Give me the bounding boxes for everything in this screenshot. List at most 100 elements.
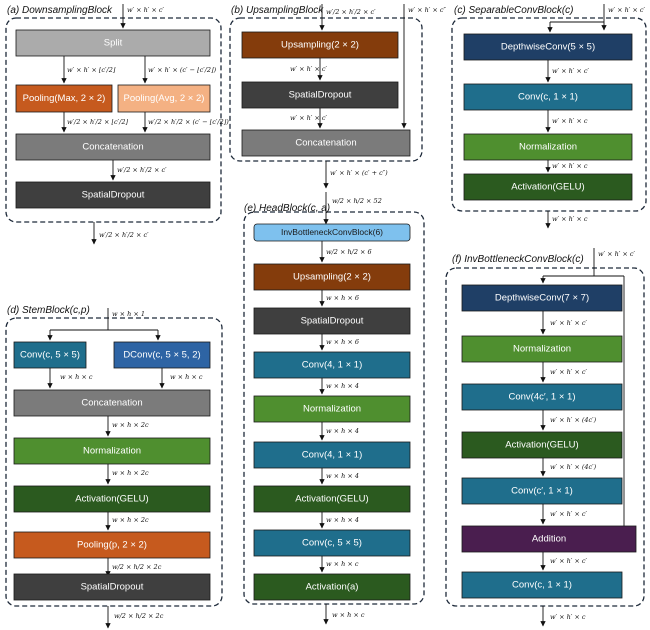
panel-title: (c) SeparableConvBlock(c) (454, 5, 574, 16)
block-label: Pooling(Max, 2 × 2) (23, 93, 106, 104)
upsampling-block: Upsampling(2 × 2) (241, 31, 399, 59)
panel-upsampling-block: (b) UpsamplingBlock w′/2 × h′/2 × c′ w′ … (229, 4, 446, 189)
block-box (463, 83, 633, 111)
dim-label: w′ × h′ × (c′ + c″) (330, 169, 388, 177)
dim-label: w × h × 4 (326, 382, 359, 390)
dim-label: w′ × h′ × ⌊c′/2⌋ (67, 66, 116, 74)
split-block: Split (15, 29, 211, 57)
dim-label: w/2 × h/2 × 2c (114, 612, 164, 620)
block-label: Conv(4, 1 × 1) (302, 360, 362, 371)
dim-label: w′/2 × h′/2 × ⌊c′/2⌋ (67, 118, 128, 126)
dim-label: w′ × h′ × c′ (127, 6, 164, 14)
block-label: Pooling(p, 2 × 2) (77, 540, 147, 551)
dim-label: w × h × 1 (112, 310, 145, 318)
dim-label: w′ × h′ × c′ (290, 65, 327, 73)
block-label: Conv(c, 5 × 5) (20, 350, 80, 361)
block-label: Activation(GELU) (505, 440, 578, 451)
panel-frame (243, 211, 425, 605)
conv-block: Conv(c, 1 × 1) (461, 571, 623, 599)
block-label: Addition (532, 534, 566, 545)
block-box (461, 284, 623, 312)
block-label: Activation(a) (306, 582, 359, 593)
dim-label: w/2 × h/2 × 52 (332, 197, 382, 205)
panel-title: (d) StemBlock(c,p) (7, 305, 90, 316)
dim-label: w′ × h′ × c (550, 613, 586, 621)
block-label: Normalization (303, 404, 361, 415)
panel-title: (a) DownsamplingBlock (7, 5, 113, 16)
block-box (461, 571, 623, 599)
concatenation-block: Concatenation (241, 129, 411, 157)
dim-label: w′ × h′ × c (552, 162, 588, 170)
block-box (461, 335, 623, 363)
block-label: Conv(c, 5 × 5) (302, 538, 362, 549)
block-label: DepthwiseConv(7 × 7) (495, 293, 589, 304)
dim-label: w′ × h′ × c′ (608, 6, 645, 14)
block-box (461, 525, 637, 553)
block-box (13, 437, 211, 465)
spatial-dropout-block: SpatialDropout (13, 573, 211, 601)
dim-label: w × h × c (326, 560, 359, 568)
block-box (13, 389, 211, 417)
block-box (253, 441, 411, 469)
block-label: Activation(GELU) (75, 494, 148, 505)
panel-title: (e) HeadBlock(c, a) (244, 203, 330, 214)
dim-label: w × h × 4 (326, 472, 359, 480)
depthwise-conv-block: DepthwiseConv(7 × 7) (461, 284, 623, 312)
panel-title: (f) InvBottleneckConvBlock(c) (452, 254, 584, 265)
block-label: Normalization (83, 446, 141, 457)
block-box (253, 223, 411, 242)
activation-gelu-block: Activation(GELU) (463, 173, 633, 201)
block-box (461, 383, 623, 411)
dim-label: w × h × 6 (326, 294, 359, 302)
panel-frame (5, 17, 222, 223)
dim-label: w × h × 6 (326, 338, 359, 346)
dim-label: w′ × h′ × c′ (550, 368, 587, 376)
panel-frame (445, 267, 645, 607)
dim-label: w′/2 × h′/2 × c′ (117, 166, 167, 174)
block-label: Conv(4c′, 1 × 1) (509, 392, 576, 403)
block-label: Concatenation (295, 138, 356, 149)
dim-label: w′ × h′ × c′ (552, 67, 589, 75)
block-label: SpatialDropout (82, 190, 145, 201)
block-label: Concatenation (82, 142, 143, 153)
block-box (463, 173, 633, 201)
normalization-block: Normalization (253, 395, 411, 423)
dim-label: w′ × h′ × (4c′) (550, 463, 597, 471)
block-box (253, 351, 411, 379)
panel-stem-block: (d) StemBlock(c,p) w × h × 1 Conv(c, 5 ×… (5, 305, 223, 629)
block-label: Activation(GELU) (511, 182, 584, 193)
dim-label: w × h × 2c (112, 516, 149, 524)
pooling-block: Pooling(p, 2 × 2) (13, 531, 211, 559)
block-box (253, 395, 411, 423)
normalization-block: Normalization (461, 335, 623, 363)
conv-block: Conv(4, 1 × 1) (253, 351, 411, 379)
dim-label: w × h × 4 (326, 516, 359, 524)
addition-block: Addition (461, 525, 637, 553)
block-label: DepthwiseConv(5 × 5) (501, 42, 595, 53)
block-box (253, 263, 411, 291)
panel-inv-bottleneck-conv-block: (f) InvBottleneckConvBlock(c) w′ × h′ × … (445, 248, 645, 627)
conv-block: Conv(4, 1 × 1) (253, 441, 411, 469)
block-label: Activation(GELU) (295, 494, 368, 505)
conv-block: Conv(c, 1 × 1) (463, 83, 633, 111)
dim-label: w′ × h′ × c (552, 215, 588, 223)
activation-gelu-block: Activation(GELU) (13, 485, 211, 513)
block-label: Pooling(Avg, 2 × 2) (124, 93, 205, 104)
dim-label: w′ × h′ × c′ (550, 510, 587, 518)
block-label: Concatenation (81, 398, 142, 409)
panel-title: (b) UpsamplingBlock (231, 5, 324, 16)
pooling-avg-block: Pooling(Avg, 2 × 2) (117, 84, 211, 113)
block-label: SpatialDropout (289, 90, 352, 101)
block-box (113, 341, 211, 369)
block-label: Upsampling(2 × 2) (281, 40, 359, 51)
pooling-max-block: Pooling(Max, 2 × 2) (15, 84, 113, 113)
dim-label: w′ × h′ × c′ (550, 557, 587, 565)
dim-label: w/2 × h/2 × 2c (112, 563, 162, 571)
block-box (13, 485, 211, 513)
block-label: Conv(4, 1 × 1) (302, 450, 362, 461)
panel-downsampling-block: (a) DownsamplingBlock w′ × h′ × c′ Split… (5, 4, 229, 245)
activation-gelu-block: Activation(GELU) (461, 431, 623, 459)
block-label: Conv(c, 1 × 1) (512, 580, 572, 591)
block-box (461, 431, 623, 459)
